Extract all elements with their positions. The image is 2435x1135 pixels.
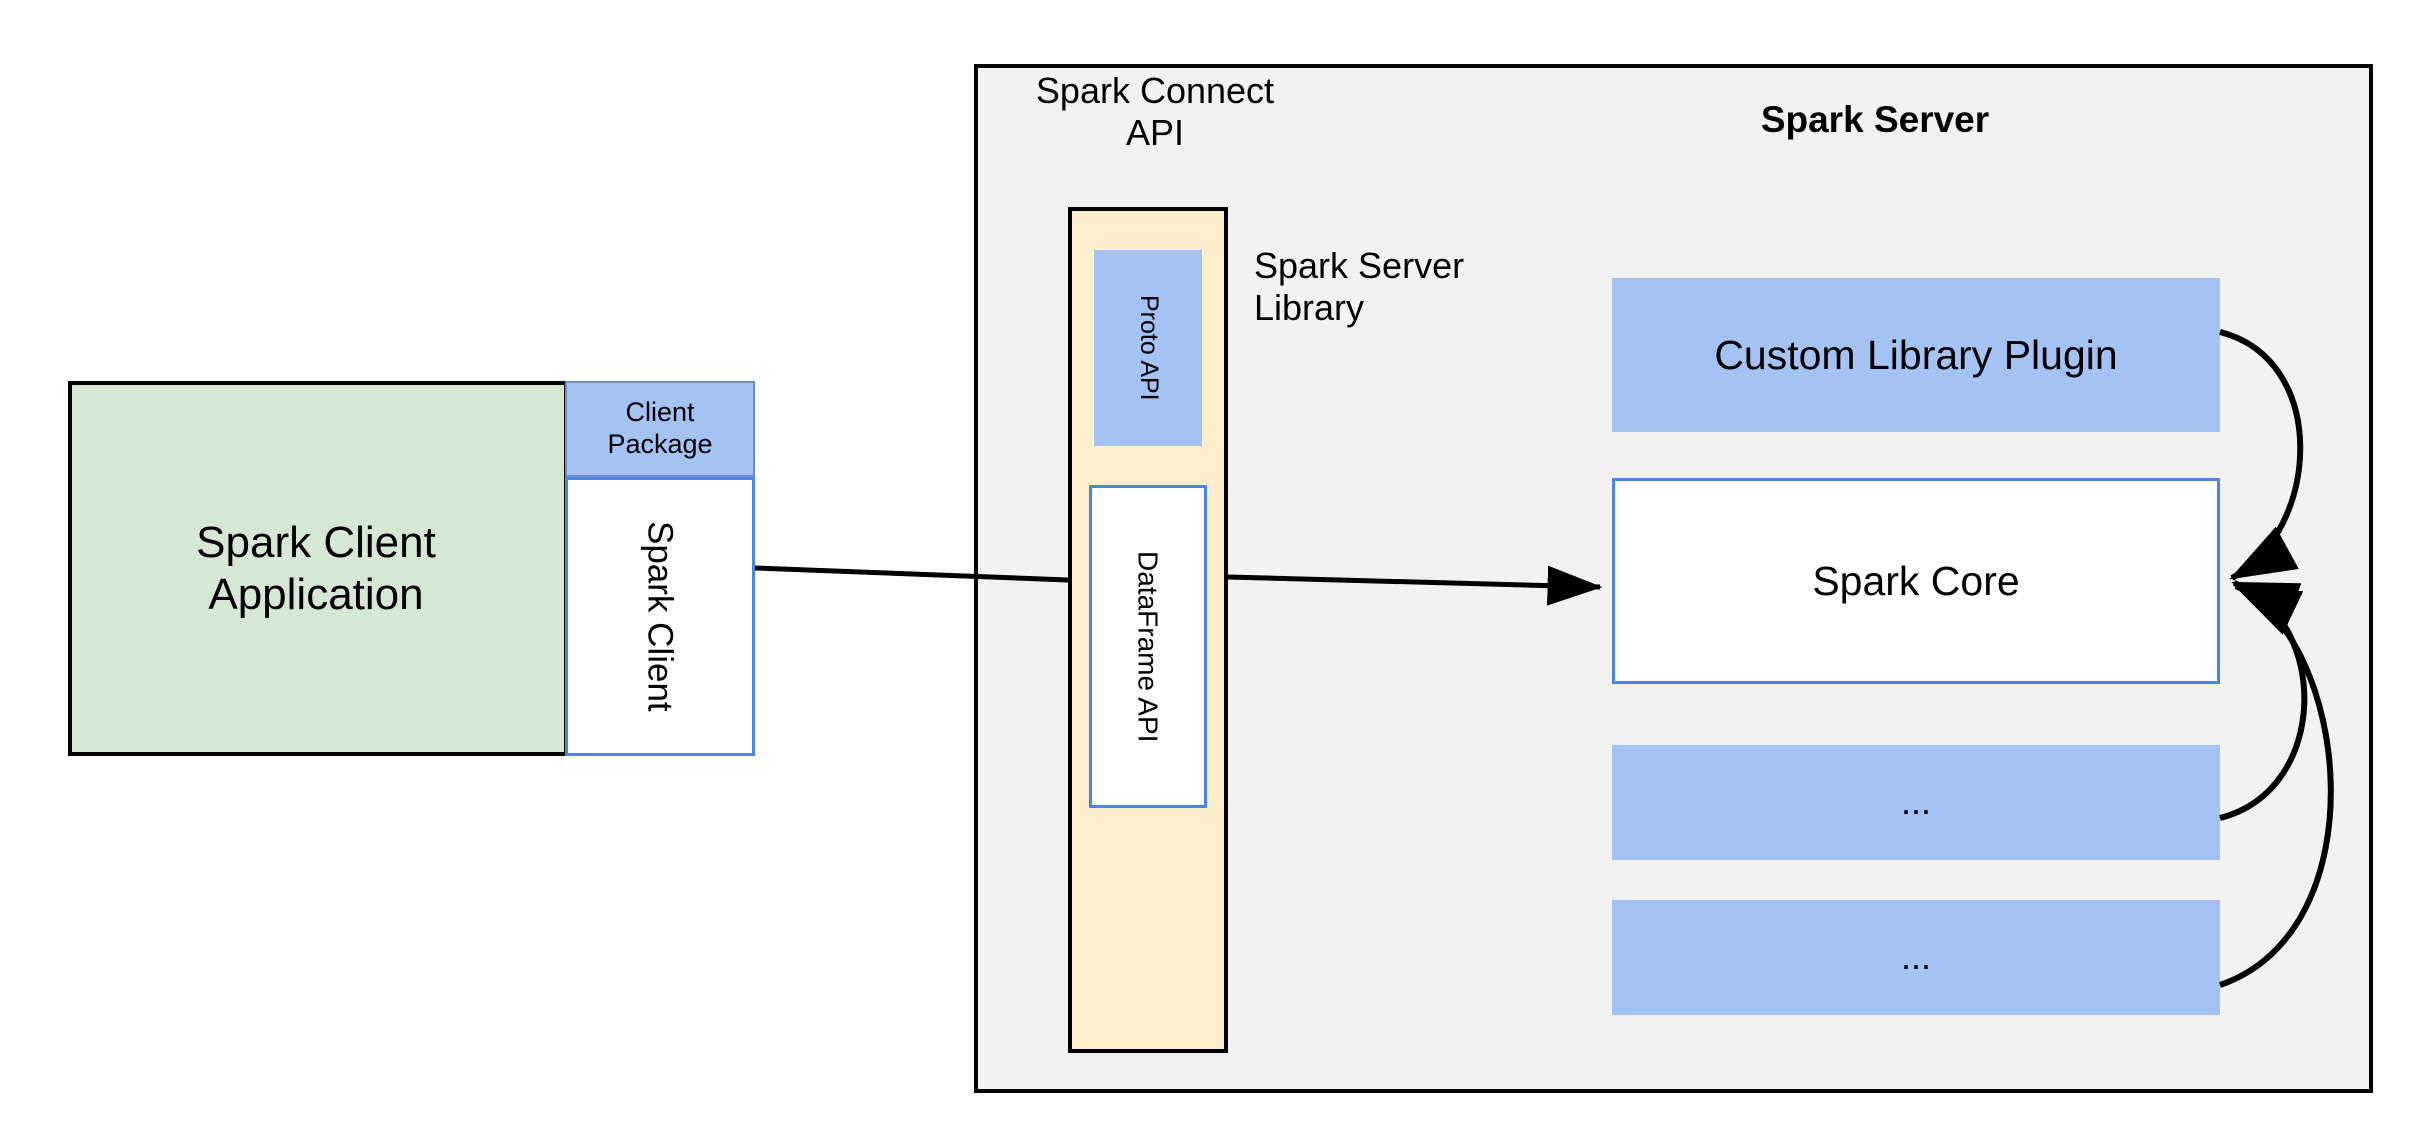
spark-connect-api-label: Spark Connect API bbox=[1010, 70, 1300, 170]
spark-client-application-label: Spark Client Application bbox=[196, 517, 436, 619]
additional-plugin-box-2: ... bbox=[1612, 900, 2220, 1015]
client-package-box: Client Package bbox=[565, 381, 755, 477]
spark-server-title: Spark Server bbox=[1665, 95, 2085, 145]
proto-api-label: Proto API bbox=[1134, 295, 1163, 401]
spark-core-box: Spark Core bbox=[1612, 478, 2220, 684]
spark-server-title-text: Spark Server bbox=[1760, 99, 1990, 141]
proto-api-box: Proto API bbox=[1094, 250, 1202, 446]
dataframe-api-box: DataFrame API bbox=[1089, 485, 1207, 808]
custom-library-plugin-label: Custom Library Plugin bbox=[1714, 331, 2118, 378]
spark-client-application-box: Spark Client Application bbox=[68, 381, 568, 756]
client-package-label: Client Package bbox=[607, 397, 713, 459]
spark-server-library-text: Spark Server Library bbox=[1254, 245, 1465, 329]
spark-connect-api-text: Spark Connect API bbox=[1035, 70, 1275, 154]
spark-client-label: Spark Client bbox=[640, 521, 680, 712]
additional-plugin-box-1: ... bbox=[1612, 745, 2220, 860]
additional-plugin-label-1: ... bbox=[1900, 781, 1931, 823]
spark-client-box: Spark Client bbox=[565, 477, 755, 756]
spark-core-label: Spark Core bbox=[1812, 557, 2020, 604]
additional-plugin-label-2: ... bbox=[1900, 936, 1931, 978]
custom-library-plugin-box: Custom Library Plugin bbox=[1612, 278, 2220, 432]
dataframe-api-label: DataFrame API bbox=[1132, 550, 1164, 743]
spark-server-library-label: Spark Server Library bbox=[1254, 245, 1584, 345]
